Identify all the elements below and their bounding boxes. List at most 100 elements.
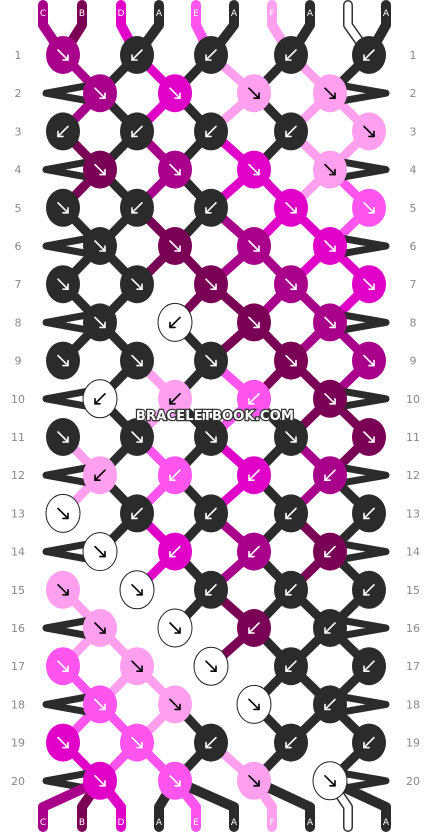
arrow-down-right-icon bbox=[248, 87, 260, 99]
knot bbox=[313, 379, 347, 418]
thread-label-bottom: B bbox=[79, 818, 85, 828]
thread-label-bottom: E bbox=[193, 818, 199, 828]
thread-label-bottom: A bbox=[383, 818, 390, 828]
thread-end-bottom bbox=[249, 775, 315, 832]
arrow-down-left-icon bbox=[248, 622, 260, 634]
knot bbox=[313, 456, 347, 495]
arrow-down-right-icon bbox=[363, 278, 375, 290]
row-number-right: 1 bbox=[410, 49, 417, 62]
row-number-right: 9 bbox=[410, 355, 417, 368]
knot bbox=[352, 265, 386, 304]
arrow-down-left-icon bbox=[131, 49, 143, 61]
row-number-left: 14 bbox=[11, 546, 25, 559]
row-number-left: 4 bbox=[15, 164, 22, 177]
arrow-down-left-icon bbox=[363, 736, 375, 749]
arrow-down-left-icon bbox=[205, 202, 217, 214]
knot bbox=[46, 647, 80, 686]
knot bbox=[157, 302, 193, 342]
knot bbox=[194, 341, 228, 380]
arrow-down-right-icon bbox=[324, 240, 336, 252]
arrow-down-left-icon bbox=[131, 507, 143, 520]
row-number-right: 6 bbox=[410, 240, 417, 253]
thread-label-top: A bbox=[156, 9, 163, 19]
arrow-down-right-icon bbox=[131, 736, 143, 749]
knot bbox=[237, 74, 271, 113]
thread-label-top: C bbox=[40, 9, 46, 19]
edge-strand-left bbox=[42, 692, 91, 716]
row-number-left: 19 bbox=[11, 737, 25, 750]
arrow-down-left-icon bbox=[205, 584, 217, 596]
knot bbox=[158, 227, 192, 265]
thread-label-top: G bbox=[345, 9, 352, 19]
thread-label-top: B bbox=[79, 9, 85, 19]
arrow-down-right-icon bbox=[169, 163, 181, 176]
knot bbox=[46, 570, 80, 609]
edge-strand-right bbox=[339, 540, 390, 564]
row-number-right: 13 bbox=[406, 507, 420, 520]
edge-strand-right bbox=[339, 692, 390, 716]
arrow-down-left-icon bbox=[169, 545, 181, 558]
knot bbox=[82, 532, 118, 572]
knot bbox=[313, 532, 347, 571]
row-number-right: 17 bbox=[406, 660, 420, 673]
thread-label-top: D bbox=[118, 9, 125, 19]
arrow-down-right-icon bbox=[363, 431, 375, 443]
arrow-down-left-icon bbox=[324, 622, 336, 634]
arrow-down-left-icon bbox=[324, 698, 336, 711]
knot bbox=[274, 647, 308, 686]
arrow-down-right-icon bbox=[248, 240, 260, 252]
arrow-down-left-icon bbox=[285, 125, 297, 138]
arrow-down-left-icon bbox=[169, 469, 181, 481]
row-number-right: 2 bbox=[410, 87, 417, 100]
arrow-down-right-icon bbox=[57, 202, 69, 214]
row-number-left: 9 bbox=[15, 355, 22, 368]
arrow-down-left-icon bbox=[131, 202, 143, 214]
knot bbox=[193, 646, 229, 686]
arrow-down-right-icon bbox=[57, 736, 69, 749]
edge-strand-right bbox=[339, 158, 390, 182]
edge-strand-right bbox=[339, 463, 390, 487]
knot bbox=[120, 723, 154, 762]
thread-label-top: A bbox=[307, 9, 314, 19]
knot-layer bbox=[45, 36, 386, 801]
knot bbox=[194, 570, 228, 609]
knot bbox=[83, 303, 117, 342]
knot bbox=[157, 608, 193, 648]
row-number-left: 12 bbox=[11, 469, 25, 482]
knot bbox=[274, 112, 308, 151]
knot bbox=[194, 188, 228, 227]
arrow-down-right-icon bbox=[94, 622, 106, 634]
arrow-down-right-icon bbox=[324, 316, 336, 329]
row-number-left: 7 bbox=[15, 278, 22, 291]
knot bbox=[120, 36, 154, 74]
arrow-down-left-icon bbox=[94, 393, 106, 405]
arrow-down-right-icon bbox=[248, 163, 260, 176]
row-number-right: 5 bbox=[410, 202, 417, 215]
arrow-down-right-icon bbox=[363, 202, 375, 214]
edge-strand-right bbox=[339, 81, 390, 105]
knot bbox=[119, 570, 155, 610]
knot bbox=[46, 112, 80, 151]
edge-strand-left bbox=[42, 310, 91, 334]
knot bbox=[352, 570, 386, 609]
knot bbox=[83, 227, 117, 265]
arrow-down-right-icon bbox=[94, 163, 106, 176]
knot bbox=[237, 303, 271, 342]
knot bbox=[313, 227, 347, 265]
knot bbox=[158, 685, 192, 724]
knot bbox=[237, 761, 271, 800]
knot bbox=[120, 341, 154, 380]
arrow-down-left-icon bbox=[205, 49, 217, 61]
arrow-down-right-icon bbox=[94, 545, 106, 558]
edge-strand-left bbox=[42, 540, 91, 564]
knot bbox=[352, 341, 386, 380]
arrow-down-right-icon bbox=[248, 775, 260, 787]
row-number-right: 20 bbox=[406, 775, 420, 788]
arrow-down-right-icon bbox=[131, 660, 143, 672]
thread-label-bottom: A bbox=[156, 818, 163, 828]
thread-label-bottom: A bbox=[231, 818, 238, 828]
knot bbox=[158, 456, 192, 495]
edge-strand-right bbox=[339, 234, 390, 258]
knot bbox=[194, 723, 228, 762]
